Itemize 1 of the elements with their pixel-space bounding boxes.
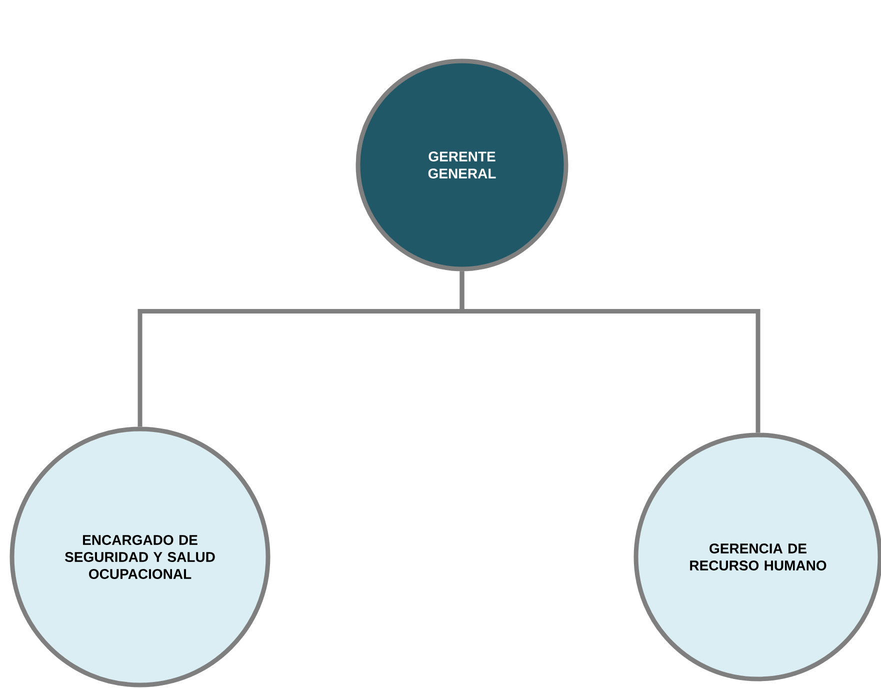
connector-line <box>460 271 760 433</box>
